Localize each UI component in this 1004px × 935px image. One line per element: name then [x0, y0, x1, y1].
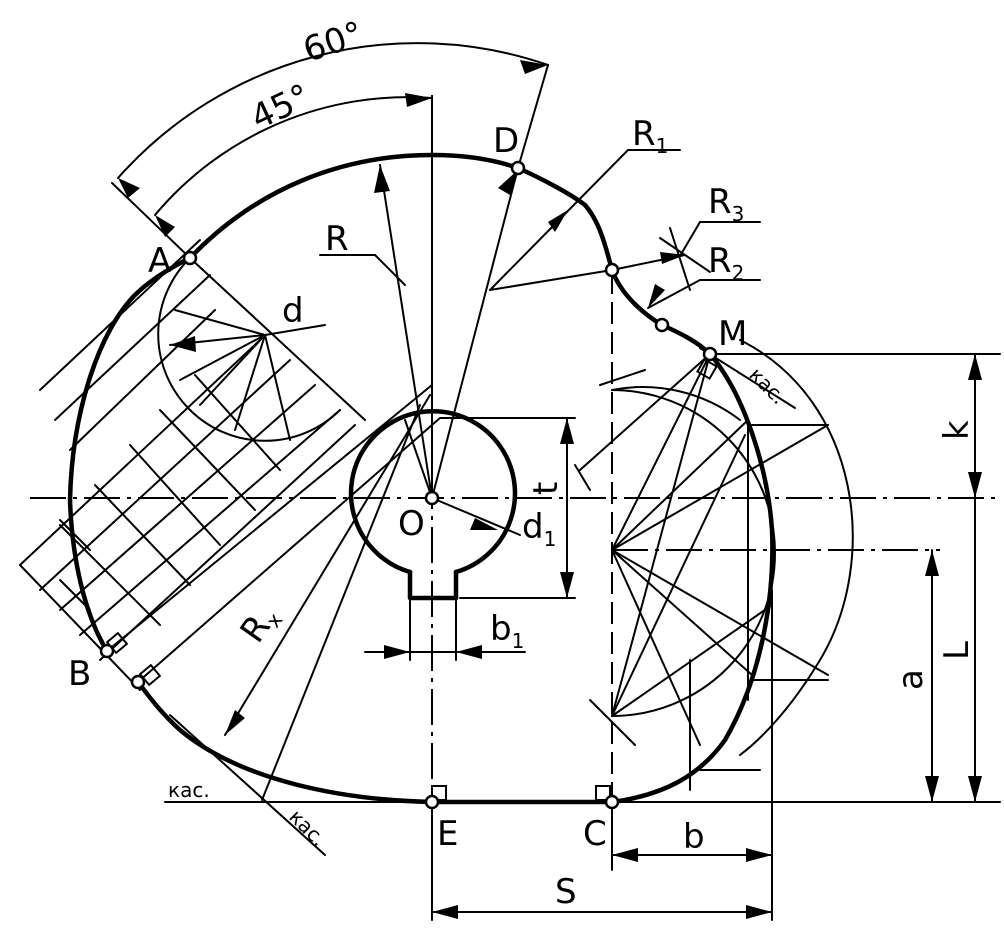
left-profile — [67, 255, 193, 654]
lower-left-arc-Rx — [135, 679, 435, 805]
cam-contour — [67, 152, 775, 805]
label-b1: b1 — [490, 609, 524, 653]
point-C-marker — [604, 794, 620, 810]
label-k: k — [937, 420, 977, 440]
label-d1: d1 — [522, 507, 556, 551]
label-tangent-left: кас. — [168, 778, 210, 802]
label-R3: R3 — [708, 182, 744, 226]
label-M: M — [718, 314, 747, 354]
point-M-marker — [702, 346, 718, 362]
label-S: S — [555, 872, 577, 912]
label-R: R — [325, 219, 349, 259]
point-D-marker — [510, 160, 526, 176]
label-O: O — [398, 504, 425, 544]
point-R3-marker — [604, 262, 620, 278]
construction-lines — [19, 42, 854, 856]
label-angle-45: 45° — [245, 76, 317, 138]
arrowheads — [118, 60, 982, 919]
keyway — [407, 569, 459, 601]
key-points — [99, 160, 718, 810]
right-profile — [609, 351, 775, 805]
label-R2: R2 — [708, 241, 744, 285]
label-tangent-bottom: кас. — [284, 805, 330, 851]
label-L: L — [937, 641, 977, 660]
point-B-marker — [99, 643, 115, 659]
point-O-marker — [424, 490, 440, 506]
center-lines — [30, 95, 1000, 800]
point-E-marker — [424, 794, 440, 810]
point-R2-marker — [654, 317, 670, 333]
label-d: d — [282, 291, 304, 331]
label-B: B — [68, 654, 91, 694]
label-angle-60: 60° — [298, 14, 368, 71]
point-B2-marker — [130, 674, 146, 690]
point-A-marker — [182, 250, 198, 266]
label-b: b — [683, 817, 705, 857]
label-C: C — [583, 814, 607, 854]
label-t: t — [526, 482, 566, 495]
labels: A D M B E C O R R1 R3 R2 Rx 60° 45° d d1… — [68, 14, 977, 912]
label-A: A — [148, 241, 171, 281]
label-D: D — [493, 121, 519, 161]
label-a: a — [891, 669, 931, 690]
upper-arc-R — [187, 152, 615, 273]
label-R1: R1 — [632, 114, 668, 158]
label-E: E — [437, 814, 458, 854]
